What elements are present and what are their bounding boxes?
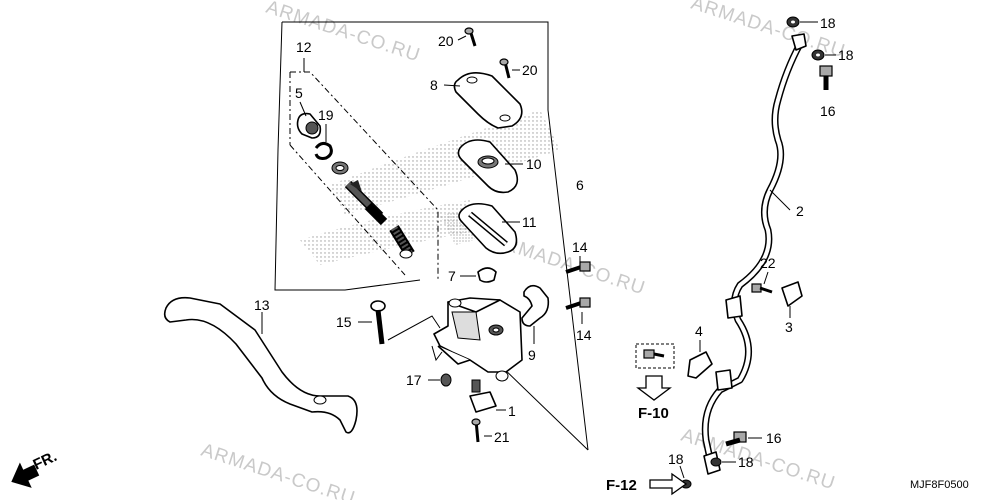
front-direction-arrow: FR. [11,448,60,488]
clamp-7 [460,267,497,283]
label-17: 17 [406,372,422,388]
label-16-lower: 16 [766,430,782,446]
holder-9 [521,284,550,344]
washer-17 [428,373,452,387]
boot-5 [296,101,322,139]
diagram-code: MJF8F0500 [910,479,969,491]
bracket-3 [781,281,803,318]
label-20-a: 20 [438,33,454,49]
label-12: 12 [296,39,312,55]
piston-kit-box-12 [289,58,439,280]
diaphragm-plate-10 [457,139,523,194]
direction-label: FR. [31,448,60,474]
switch-1 [469,379,506,413]
bolt-14-lower [565,297,591,324]
label-6: 6 [576,177,584,193]
reference-label-f12: F-12 [606,477,637,494]
label-21: 21 [494,429,510,445]
banjo-bolt-16-b [725,431,762,447]
screw-20-b [499,58,520,79]
label-5: 5 [295,85,303,101]
label-4: 4 [695,323,703,339]
label-18-a: 18 [820,15,836,31]
pivot-bolt-15 [358,300,443,362]
reference-label-f10: F-10 [638,405,669,422]
screw-20-a [457,27,477,47]
bolt-22 [751,271,773,294]
master-cylinder-body [433,297,523,382]
part-labels: 1 2 3 4 5 6 7 8 9 10 11 12 13 14 14 15 1… [254,15,854,470]
label-9: 9 [528,347,536,363]
background-logo-pattern [300,110,560,265]
clip-19 [314,124,333,160]
brake-lever-13 [163,296,358,434]
label-10: 10 [526,156,542,172]
label-1: 1 [508,403,516,419]
brake-hose-2 [701,33,807,475]
label-18-d: 18 [668,451,684,467]
label-19: 19 [318,107,334,123]
label-18-c: 18 [738,454,754,470]
label-7: 7 [448,268,456,284]
label-8: 8 [430,77,438,93]
assembly-outline-6 [274,21,589,451]
washer-18-c [710,457,736,467]
label-20-b: 20 [522,62,538,78]
label-16-upper: 16 [820,103,836,119]
reference-arrow-f12 [649,472,688,496]
reference-arrow-f10 [636,375,672,401]
washer-18-b [811,49,836,61]
watermark: ARMADA-CO.RU [198,440,357,500]
label-11: 11 [522,214,537,230]
label-22: 22 [760,255,776,271]
reservoir-cap-8 [443,72,523,129]
piston-seal-12 [331,161,415,259]
label-3: 3 [785,319,793,335]
clamp-4 [635,340,713,379]
bolt-14-upper [565,256,591,274]
label-13: 13 [254,297,270,313]
watermark: ARMADA-CO.RU [263,0,422,66]
label-14-upper: 14 [572,239,588,255]
label-18-b: 18 [838,47,854,63]
washer-18-a [786,16,818,28]
diaphragm-11 [458,202,520,255]
banjo-bolt-16-a [819,65,833,90]
screw-21 [471,418,492,443]
label-15: 15 [336,314,352,330]
label-2: 2 [796,203,804,219]
label-14-lower: 14 [576,327,592,343]
